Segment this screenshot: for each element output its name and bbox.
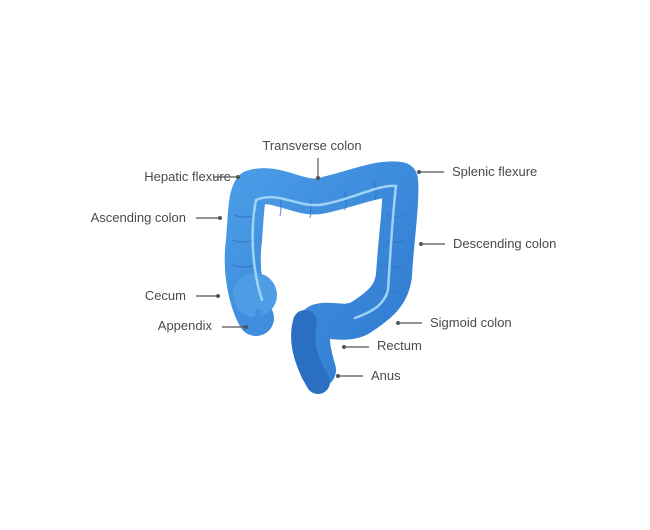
svg-text:Hepatic flexure: Hepatic flexure	[144, 169, 231, 184]
label-descending-colon: Descending colon	[419, 236, 556, 251]
label-splenic-flexure: Splenic flexure	[417, 164, 537, 179]
svg-text:Transverse colon: Transverse colon	[262, 138, 361, 153]
svg-text:Cecum: Cecum	[145, 288, 186, 303]
svg-text:Descending colon: Descending colon	[453, 236, 556, 251]
colon-shape	[224, 161, 419, 394]
svg-text:Rectum: Rectum	[377, 338, 422, 353]
label-ascending-colon: Ascending colon	[91, 210, 222, 225]
label-anus: Anus	[336, 368, 401, 383]
svg-text:Anus: Anus	[371, 368, 401, 383]
label-sigmoid-colon: Sigmoid colon	[396, 315, 512, 330]
svg-text:Ascending colon: Ascending colon	[91, 210, 186, 225]
label-appendix: Appendix	[158, 318, 248, 333]
svg-text:Splenic flexure: Splenic flexure	[452, 164, 537, 179]
svg-text:Sigmoid colon: Sigmoid colon	[430, 315, 512, 330]
svg-text:Appendix: Appendix	[158, 318, 213, 333]
label-rectum: Rectum	[342, 338, 422, 353]
label-transverse-colon: Transverse colon	[262, 138, 362, 180]
label-cecum: Cecum	[145, 288, 220, 303]
label-hepatic-flexure: Hepatic flexure	[144, 169, 240, 184]
